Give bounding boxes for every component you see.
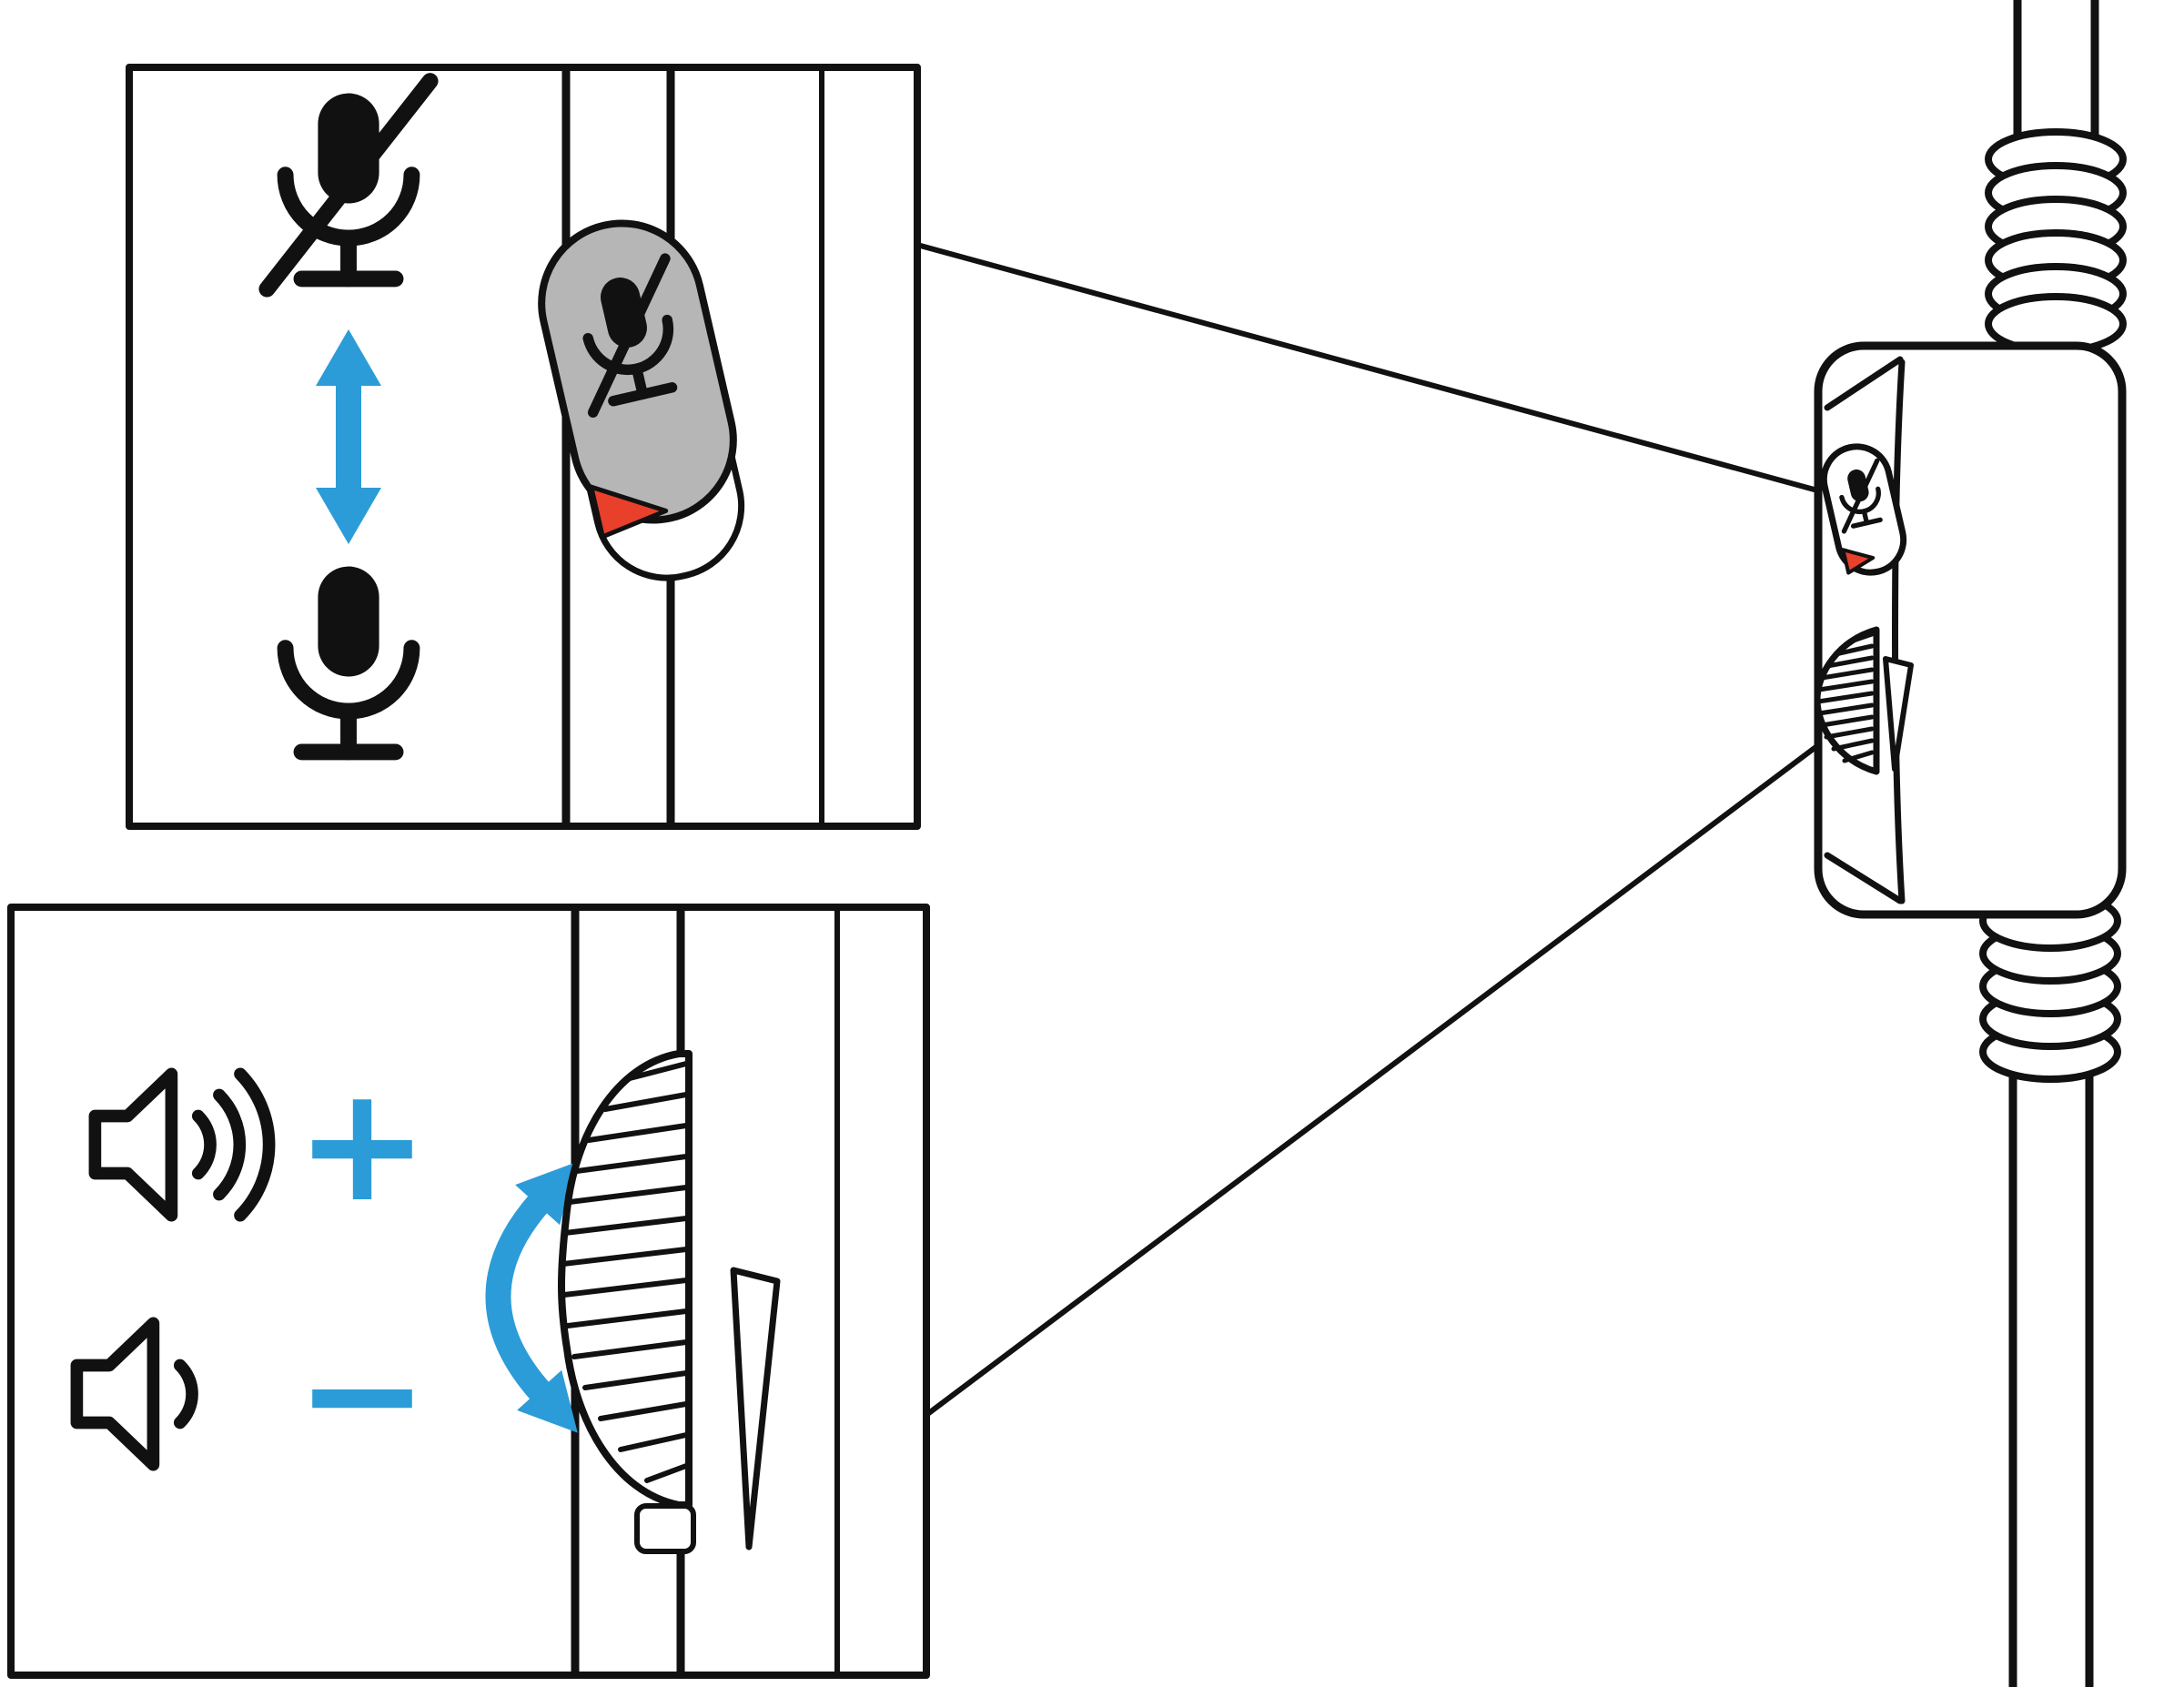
volume-loud-icon xyxy=(88,1067,276,1222)
volume-increase-label: + xyxy=(296,1053,430,1237)
volume-decrease-label: − xyxy=(296,1302,430,1487)
volume-wheel-zoom xyxy=(558,1050,781,1554)
mute-indicator-red-wedge xyxy=(589,484,669,540)
volume-inset-frame xyxy=(7,904,930,1679)
slide-up-down-arrow-icon xyxy=(316,329,381,544)
mic-inset-frame xyxy=(126,64,921,830)
strain-relief-top xyxy=(1985,128,2127,355)
body-top-chamfer xyxy=(1824,356,1904,411)
remote-body xyxy=(1814,341,2127,919)
mic-mute-inset xyxy=(126,64,921,830)
volume-inset: + − xyxy=(7,904,930,1679)
mic-leader-line xyxy=(911,241,1864,505)
volume-soft-icon xyxy=(70,1317,198,1471)
volume-wheel xyxy=(1814,626,1914,775)
inline-remote-device xyxy=(1814,0,2127,1687)
strain-relief-bottom xyxy=(1979,890,2121,1083)
mic-mute-slider xyxy=(1820,443,1907,576)
volume-leader-line xyxy=(920,721,1850,1420)
volume-pointer-wedge xyxy=(730,1267,781,1551)
body-edge-line xyxy=(1892,359,1906,904)
body-bottom-chamfer xyxy=(1824,852,1904,904)
leader-lines xyxy=(911,241,1864,1420)
rotate-up-down-arrow-icon xyxy=(485,1142,601,1453)
wheel-ridges xyxy=(561,1061,689,1483)
volume-pointer-wedge xyxy=(1883,656,1914,772)
mute-indicator-red-wedge xyxy=(1841,548,1876,575)
wheel-ridges xyxy=(1815,631,1875,763)
wheel-slot-end xyxy=(634,1503,696,1554)
mic-mute-slider-zoom xyxy=(538,219,745,581)
cable-bottom xyxy=(2008,1042,2094,1687)
